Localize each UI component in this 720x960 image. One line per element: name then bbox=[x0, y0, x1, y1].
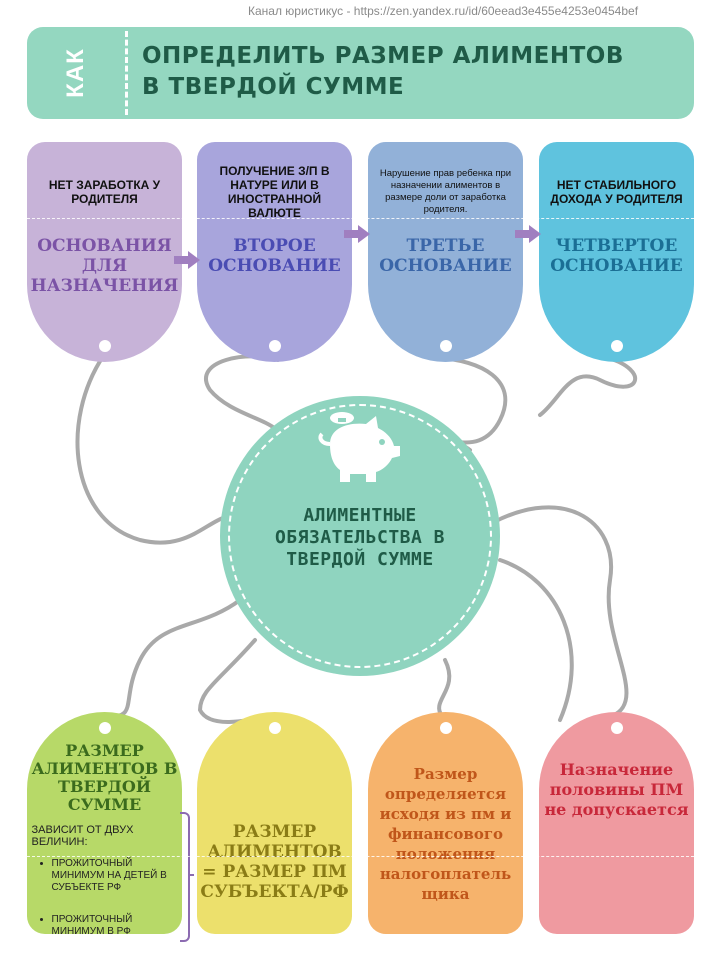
string-6 bbox=[498, 558, 574, 722]
center-text: АЛИМЕНТНЫЕ ОБЯЗАТЕЛЬСТВА В ТВЕРДОЙ СУММЕ bbox=[274, 505, 446, 570]
tag-subtitle: НЕТ СТАБИЛЬНОГО ДОХОДА У РОДИТЕЛЯ bbox=[550, 178, 683, 206]
piggy-bank-icon bbox=[318, 412, 400, 482]
center-circle-dashed-ring bbox=[228, 404, 492, 668]
tag-label: ТРЕТЬЕ ОСНОВАНИЕ bbox=[379, 236, 512, 276]
string-4 bbox=[538, 356, 638, 417]
tag-basis-3: Нарушение прав ребенка при назначении ал… bbox=[368, 142, 523, 362]
tag-content: РАЗМЕР АЛИМЕНТОВ = РАЗМЕР ПМ СУБЪЕКТА/РФ bbox=[200, 712, 350, 902]
tag-hole bbox=[98, 722, 111, 734]
tag-hole bbox=[610, 340, 623, 352]
source-caption: Канал юристикус - https://zen.yandex.ru/… bbox=[248, 4, 639, 18]
dependency-list: ПРОЖИТОЧНЫЙ МИНИМУМ НА ДЕТЕЙ В СУБЪЕКТЕ … bbox=[30, 858, 180, 938]
tag-label: ЧЕТВЕРТОЕ ОСНОВАНИЕ bbox=[550, 236, 683, 276]
tag-hole bbox=[610, 722, 623, 734]
tag-hole bbox=[98, 340, 111, 352]
title-line-2: В ТВЕРДОЙ СУММЕ bbox=[142, 74, 405, 100]
tag-content: РАЗМЕР АЛИМЕНТОВ В ТВЕРДОЙ СУММЕ ЗАВИСИТ… bbox=[30, 712, 180, 958]
arrow-icon bbox=[515, 225, 541, 243]
tag-label: ВТОРОЕ ОСНОВАНИЕ bbox=[208, 236, 341, 276]
tag-text: Размер определяется исходя из пм и финан… bbox=[379, 765, 512, 903]
arrow-icon bbox=[174, 251, 200, 269]
tag-subtitle: ПОЛУЧЕНИЕ З/П В НАТУРЕ ИЛИ В ИНОСТРАННОЙ… bbox=[219, 164, 330, 220]
tag-basis-4: НЕТ СТАБИЛЬНОГО ДОХОДА У РОДИТЕЛЯ ЧЕТВЕР… bbox=[539, 142, 694, 362]
tag-label: ОСНОВАНИЯ ДЛЯ НАЗНАЧЕНИЯ bbox=[30, 236, 179, 296]
string-8 bbox=[197, 638, 276, 724]
title-line-1: ОПРЕДЕЛИТЬ РАЗМЕР АЛИМЕНТОВ bbox=[142, 43, 624, 69]
arrow-icon bbox=[344, 225, 370, 243]
tag-hole bbox=[268, 340, 281, 352]
string-7 bbox=[102, 598, 242, 719]
tag-subtitle: Нарушение прав ребенка при назначении ал… bbox=[379, 168, 512, 215]
bottom-dash-line bbox=[27, 856, 694, 857]
title-banner: КАК ОПРЕДЕЛИТЬ РАЗМЕР АЛИМЕНТОВ В ТВЕРДО… bbox=[27, 27, 694, 119]
list-item: ПРОЖИТОЧНЫЙ МИНИМУМ НА ДЕТЕЙ В СУБЪЕКТЕ … bbox=[52, 858, 180, 894]
top-dash-line bbox=[27, 218, 694, 219]
tag-text: РАЗМЕР АЛИМЕНТОВ = РАЗМЕР ПМ СУБЪЕКТА/РФ bbox=[200, 822, 349, 902]
depends-label: ЗАВИСИТ ОТ ДВУХ ВЕЛИЧИН: bbox=[31, 824, 134, 848]
string-1 bbox=[75, 353, 252, 545]
tag-half-minimum: Назначение половины ПМ не допускается bbox=[539, 712, 694, 934]
tag-content: Размер определяется исходя из пм и финан… bbox=[371, 712, 521, 904]
tag-content: Назначение половины ПМ не допускается bbox=[542, 712, 692, 820]
tag-title: РАЗМЕР АЛИМЕНТОВ В ТВЕРДОЙ СУММЕ bbox=[31, 741, 178, 814]
bracket bbox=[180, 812, 194, 942]
tag-text: Назначение половины ПМ не допускается bbox=[544, 760, 689, 819]
tag-basis-2: ПОЛУЧЕНИЕ З/П В НАТУРЕ ИЛИ В ИНОСТРАННОЙ… bbox=[197, 142, 352, 362]
string-9 bbox=[437, 658, 452, 718]
tag-fixed-amount: РАЗМЕР АЛИМЕНТОВ В ТВЕРДОЙ СУММЕ ЗАВИСИТ… bbox=[27, 712, 182, 937]
tag-hole bbox=[439, 722, 452, 734]
tag-financial-position: Размер определяется исходя из пм и финан… bbox=[368, 712, 523, 934]
tag-hole bbox=[268, 722, 281, 734]
center-circle bbox=[220, 396, 500, 676]
page-title: ОПРЕДЕЛИТЬ РАЗМЕР АЛИМЕНТОВ В ТВЕРДОЙ СУ… bbox=[142, 41, 682, 103]
tag-basis-1: НЕТ ЗАРАБОТКА У РОДИТЕЛЯ ОСНОВАНИЯ ДЛЯ Н… bbox=[27, 142, 182, 362]
tag-subtitle: НЕТ ЗАРАБОТКА У РОДИТЕЛЯ bbox=[48, 178, 161, 206]
string-5 bbox=[478, 505, 629, 718]
tag-formula: РАЗМЕР АЛИМЕНТОВ = РАЗМЕР ПМ СУБЪЕКТА/РФ bbox=[197, 712, 352, 934]
banner-divider bbox=[125, 31, 128, 115]
list-item: ПРОЖИТОЧНЫЙ МИНИМУМ В РФ bbox=[52, 914, 180, 938]
tag-hole bbox=[439, 340, 452, 352]
